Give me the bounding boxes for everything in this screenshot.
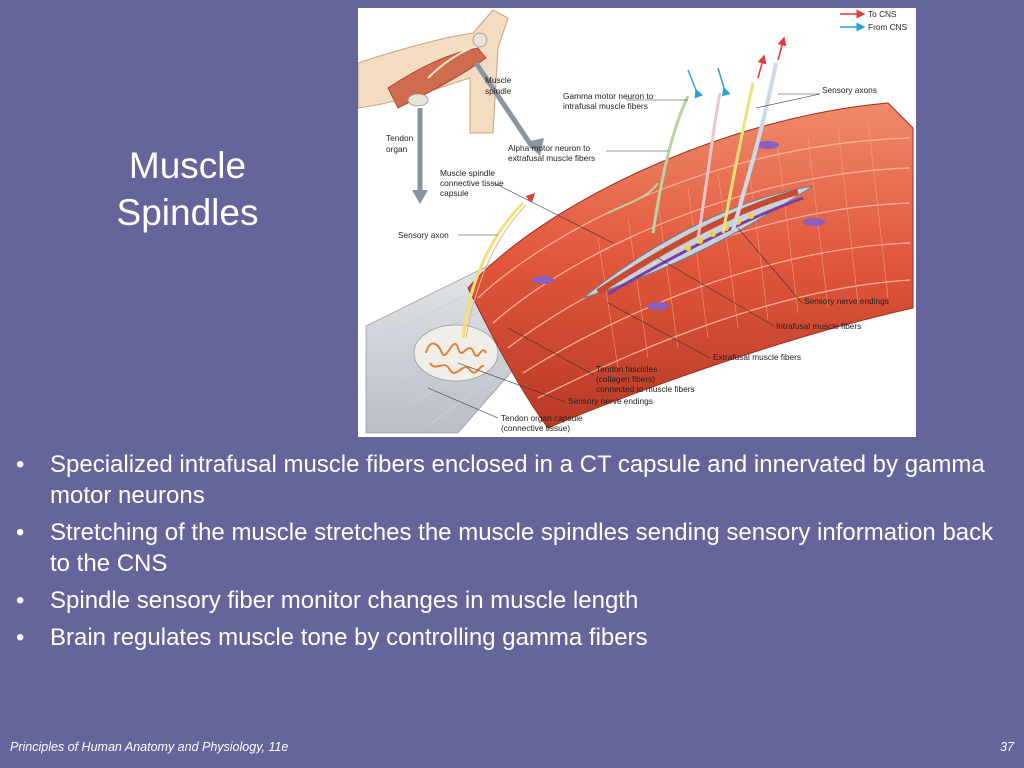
nerve-direction-arrows <box>525 36 787 203</box>
label-sensory-nerve-endings: Sensory nerve endings <box>804 296 889 306</box>
label-spindle-capsule-3: capsule <box>440 188 469 198</box>
to-cns-arrow-icon <box>777 36 787 61</box>
slide-title: Muscle Spindles <box>60 142 315 236</box>
leader-lines <box>427 93 821 419</box>
legend-from-cns: From CNS <box>868 22 908 32</box>
label-muscle-spindle-2: spindle <box>485 86 512 96</box>
label-intrafusal-fibers: Intrafusal muscle fibers <box>776 321 861 331</box>
to-cns-arrow-icon <box>757 54 767 79</box>
label-tendon-organ-capsule-2: (connective tissue) <box>501 423 570 433</box>
from-cns-arrow-icon <box>717 67 731 97</box>
label-spindle-capsule-2: connective tissue <box>440 178 504 188</box>
label-tendon-organ-capsule: Tendon organ capsule <box>501 413 583 423</box>
bullet-item: • Stretching of the muscle stretches the … <box>14 517 1004 579</box>
page-number: 37 <box>1000 740 1014 754</box>
bullet-marker: • <box>16 519 25 546</box>
bullet-text: Stretching of the muscle stretches the m… <box>50 519 994 577</box>
anatomy-illustration: To CNS From CNS <box>358 9 914 434</box>
label-alpha-motor-neuron-2: extrafusal muscle fibers <box>508 153 595 163</box>
muscle-spindle-figure: To CNS From CNS <box>358 8 916 437</box>
label-sensory-axons: Sensory axons <box>822 85 877 95</box>
legend-to-cns: To CNS <box>868 9 897 19</box>
label-tendon-fascicles-2: (collagen fibers) <box>596 374 655 384</box>
bullet-item: • Brain regulates muscle tone by controll… <box>14 622 1004 653</box>
title-line-2: Spindles <box>116 192 259 233</box>
bullet-text: Specialized intrafusal muscle fibers enc… <box>50 451 985 509</box>
bullet-item: • Spindle sensory fiber monitor changes i… <box>14 585 1004 616</box>
nerve-fibers-illustration <box>461 62 778 339</box>
label-sensory-nerve-endings-tendon: Sensory nerve endings <box>568 396 653 406</box>
label-tendon-fascicles-3: connected to muscle fibers <box>596 384 695 394</box>
label-extrafusal-fibers: Extrafusal muscle fibers <box>713 352 801 362</box>
label-tendon-organ: Tendon <box>386 133 414 143</box>
bullet-text: Brain regulates muscle tone by controlli… <box>50 624 648 651</box>
label-gamma-motor-neuron-2: intrafusal muscle fibers <box>563 101 648 111</box>
arm-inset-illustration <box>358 9 509 134</box>
bullet-list: • Specialized intrafusal muscle fibers en… <box>14 449 1004 659</box>
label-tendon-fascicles: Tendon fascicles <box>596 364 657 374</box>
label-muscle-spindle: Muscle <box>485 75 512 85</box>
from-cns-arrow-icon <box>687 69 703 99</box>
label-alpha-motor-neuron: Alpha motor neuron to <box>508 143 590 153</box>
bullet-item: • Specialized intrafusal muscle fibers en… <box>14 449 1004 511</box>
inset-pointer-arrows <box>412 61 544 204</box>
footer-book-title: Principles of Human Anatomy and Physiolo… <box>10 740 289 754</box>
label-spindle-capsule: Muscle spindle <box>440 168 495 178</box>
bullet-text: Spindle sensory fiber monitor changes in… <box>50 587 639 614</box>
figure-labels: Muscle spindle Tendon organ Gamma motor … <box>386 75 889 433</box>
label-tendon-organ-2: organ <box>386 144 408 154</box>
title-line-1: Muscle <box>128 145 247 186</box>
bullet-marker: • <box>16 587 25 614</box>
spindle-capsule-illustration <box>582 185 814 299</box>
legend: To CNS From CNS <box>840 9 908 32</box>
bullet-marker: • <box>16 624 25 651</box>
label-gamma-motor-neuron: Gamma motor neuron to <box>563 91 654 101</box>
bullet-marker: • <box>16 451 25 478</box>
label-sensory-axon: Sensory axon <box>398 230 449 240</box>
to-cns-arrow-icon <box>525 192 536 203</box>
